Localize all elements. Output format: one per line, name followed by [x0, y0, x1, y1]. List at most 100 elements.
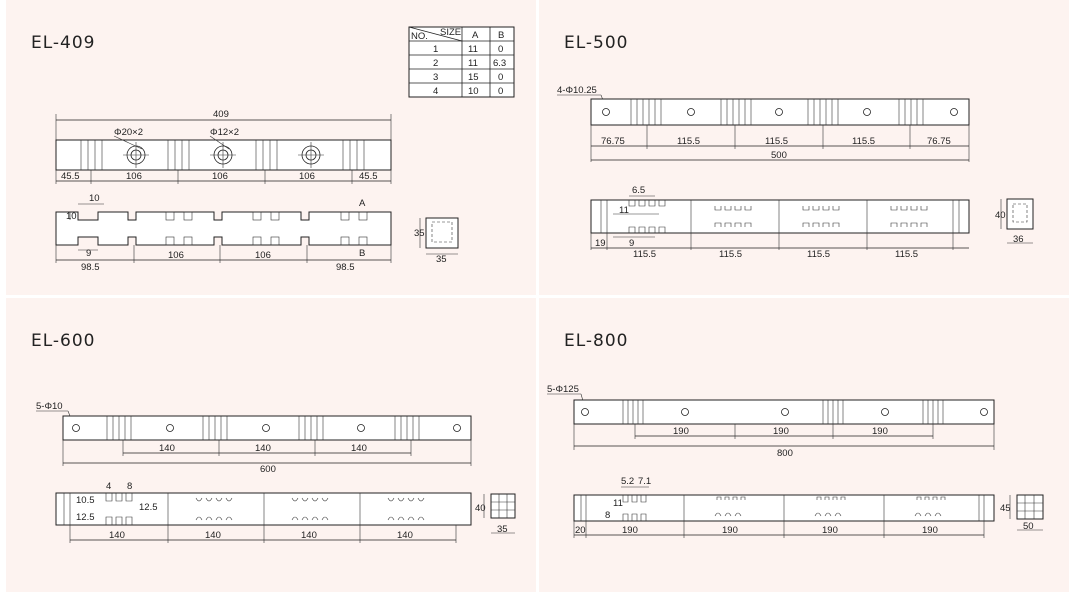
segment-dim: 106 — [212, 171, 228, 182]
segment-dim: 106 — [168, 250, 184, 261]
panel-title: EL-409 — [31, 33, 96, 53]
el-800-end-view: 45 50 — [1000, 494, 1044, 532]
segment-dim: 106 — [255, 250, 271, 261]
segment-dim: 76.75 — [601, 136, 625, 147]
segment-dim: 45.5 — [359, 171, 378, 182]
end-height-dim: 40 — [995, 210, 1006, 221]
dim-label: 10 — [66, 211, 77, 222]
segment-dim: 106 — [299, 171, 315, 182]
end-height-dim: 45 — [1000, 503, 1011, 514]
end-height-dim: 35 — [414, 228, 425, 239]
panel-el-800: EL-800 5-Φ125 190 190 190 80 — [539, 298, 1069, 592]
el-409-front-view: 10 10 9 A B 98.5 106 106 98.5 — [55, 193, 392, 273]
segment-dim: 140 — [109, 530, 125, 541]
table-corner-no: NO. — [411, 31, 428, 42]
panel-el-600: EL-600 5-Φ10 140 140 140 — [6, 298, 536, 592]
table-header-a: A — [472, 30, 479, 41]
segment-dim: 115.5 — [719, 249, 742, 260]
hole-label: 5-Φ125 — [547, 384, 579, 395]
segment-dim: 115.5 — [765, 136, 788, 147]
el-800-top-view: 5-Φ125 190 190 190 800 — [547, 384, 995, 459]
end-width-dim: 35 — [436, 254, 447, 265]
table-cell: 1 — [433, 44, 438, 55]
table-cell: 3 — [433, 72, 438, 83]
overall-dim: 500 — [771, 150, 787, 161]
segment-dim: 45.5 — [61, 171, 80, 182]
el-500-front-view: 6.5 11 9 19 115.5 115.5 115.5 115.5 — [590, 185, 970, 260]
dim-label: 12.5 — [139, 502, 158, 513]
dim-label: 8 — [605, 510, 610, 521]
dim-label: 12.5 — [76, 512, 95, 523]
hole-label: 4-Φ10.25 — [557, 85, 597, 96]
segment-dim: 140 — [351, 443, 367, 454]
table-cell: 2 — [433, 58, 438, 69]
table-cell: 6.3 — [493, 58, 506, 69]
el-409-end-view: 35 35 — [414, 217, 459, 265]
el-600-end-view: 40 35 — [475, 493, 516, 535]
end-width-dim: 35 — [497, 524, 508, 535]
segment-dim: 190 — [773, 426, 789, 437]
overall-dim: 600 — [260, 464, 276, 475]
panel-el-500: EL-500 4-Φ10.25 76.75 115.5 115. — [539, 0, 1069, 295]
table-cell: 11 — [468, 44, 478, 55]
segment-dim: 115.5 — [633, 249, 656, 260]
segment-dim: 140 — [159, 443, 175, 454]
el-600-top-view: 5-Φ10 140 140 140 600 — [36, 401, 472, 475]
segment-dim: 190 — [673, 426, 689, 437]
panel-el-409: EL-409 NO. SIZE A B 1 11 0 2 11 6.3 3 15… — [6, 0, 536, 295]
dim-label: 11 — [619, 205, 629, 216]
end-width-dim: 50 — [1023, 521, 1034, 532]
segment-dim: 140 — [205, 530, 221, 541]
overall-dim: 800 — [777, 448, 793, 459]
dim-label: 10.5 — [76, 495, 95, 506]
dim-label: 9 — [86, 248, 91, 259]
dim-label: 11 — [613, 498, 623, 509]
letter-b: B — [359, 248, 365, 259]
hole-label: 5-Φ10 — [36, 401, 63, 412]
segment-dim: 140 — [255, 443, 271, 454]
letter-a: A — [359, 198, 366, 209]
table-cell: 4 — [433, 86, 438, 97]
end-height-dim: 40 — [475, 503, 486, 514]
dim-label: 6.5 — [632, 185, 645, 196]
el-409-top-view: 409 Φ20×2 — [55, 109, 392, 184]
hole-icon — [210, 142, 236, 168]
table-cell: 11 — [468, 58, 478, 69]
size-table: NO. SIZE A B 1 11 0 2 11 6.3 3 15 0 4 10… — [408, 26, 515, 98]
table-corner-size: SIZE — [440, 27, 461, 38]
segment-dim: 106 — [126, 171, 142, 182]
segment-dim: 190 — [622, 525, 638, 536]
table-cell: 0 — [498, 86, 503, 97]
segment-dim: 98.5 — [336, 262, 355, 273]
dim-label: 7.1 — [638, 476, 651, 487]
dim-label: 19 — [595, 238, 606, 249]
hole-label: Φ20×2 — [114, 127, 143, 138]
dim-label: 5.2 — [621, 476, 634, 487]
segment-dim: 115.5 — [895, 249, 918, 260]
el-600-front-view: 4 8 10.5 12.5 12.5 140 140 140 140 — [55, 481, 472, 543]
end-width-dim: 36 — [1013, 234, 1024, 245]
el-800-drawing: 5-Φ125 190 190 190 800 — [547, 384, 1044, 538]
table-cell: 0 — [498, 72, 503, 83]
dim-label: 4 — [106, 481, 111, 492]
table-cell: 15 — [468, 72, 479, 83]
hole-label: Φ12×2 — [210, 127, 239, 138]
segment-dim: 190 — [872, 426, 888, 437]
table-cell: 10 — [468, 86, 479, 97]
dim-label: 8 — [127, 481, 132, 492]
segment-dim: 190 — [922, 525, 938, 536]
el-500-drawing: 4-Φ10.25 76.75 115.5 115.5 115.5 7 — [557, 85, 1034, 260]
el-500-top-view: 4-Φ10.25 76.75 115.5 115.5 115.5 7 — [557, 85, 970, 162]
el-409-drawing: NO. SIZE A B 1 11 0 2 11 6.3 3 15 0 4 10… — [55, 26, 515, 273]
segment-dim: 98.5 — [81, 262, 100, 273]
segment-dim: 115.5 — [677, 136, 700, 147]
segment-dim: 190 — [722, 525, 738, 536]
segment-dim: 115.5 — [852, 136, 875, 147]
segment-dim: 115.5 — [807, 249, 830, 260]
segment-dim: 140 — [301, 530, 317, 541]
panel-title: EL-800 — [564, 331, 629, 351]
segment-dim: 76.75 — [927, 136, 951, 147]
panel-title: EL-500 — [564, 33, 629, 53]
el-500-end-view: 40 36 — [995, 198, 1034, 245]
segment-dim: 190 — [822, 525, 838, 536]
